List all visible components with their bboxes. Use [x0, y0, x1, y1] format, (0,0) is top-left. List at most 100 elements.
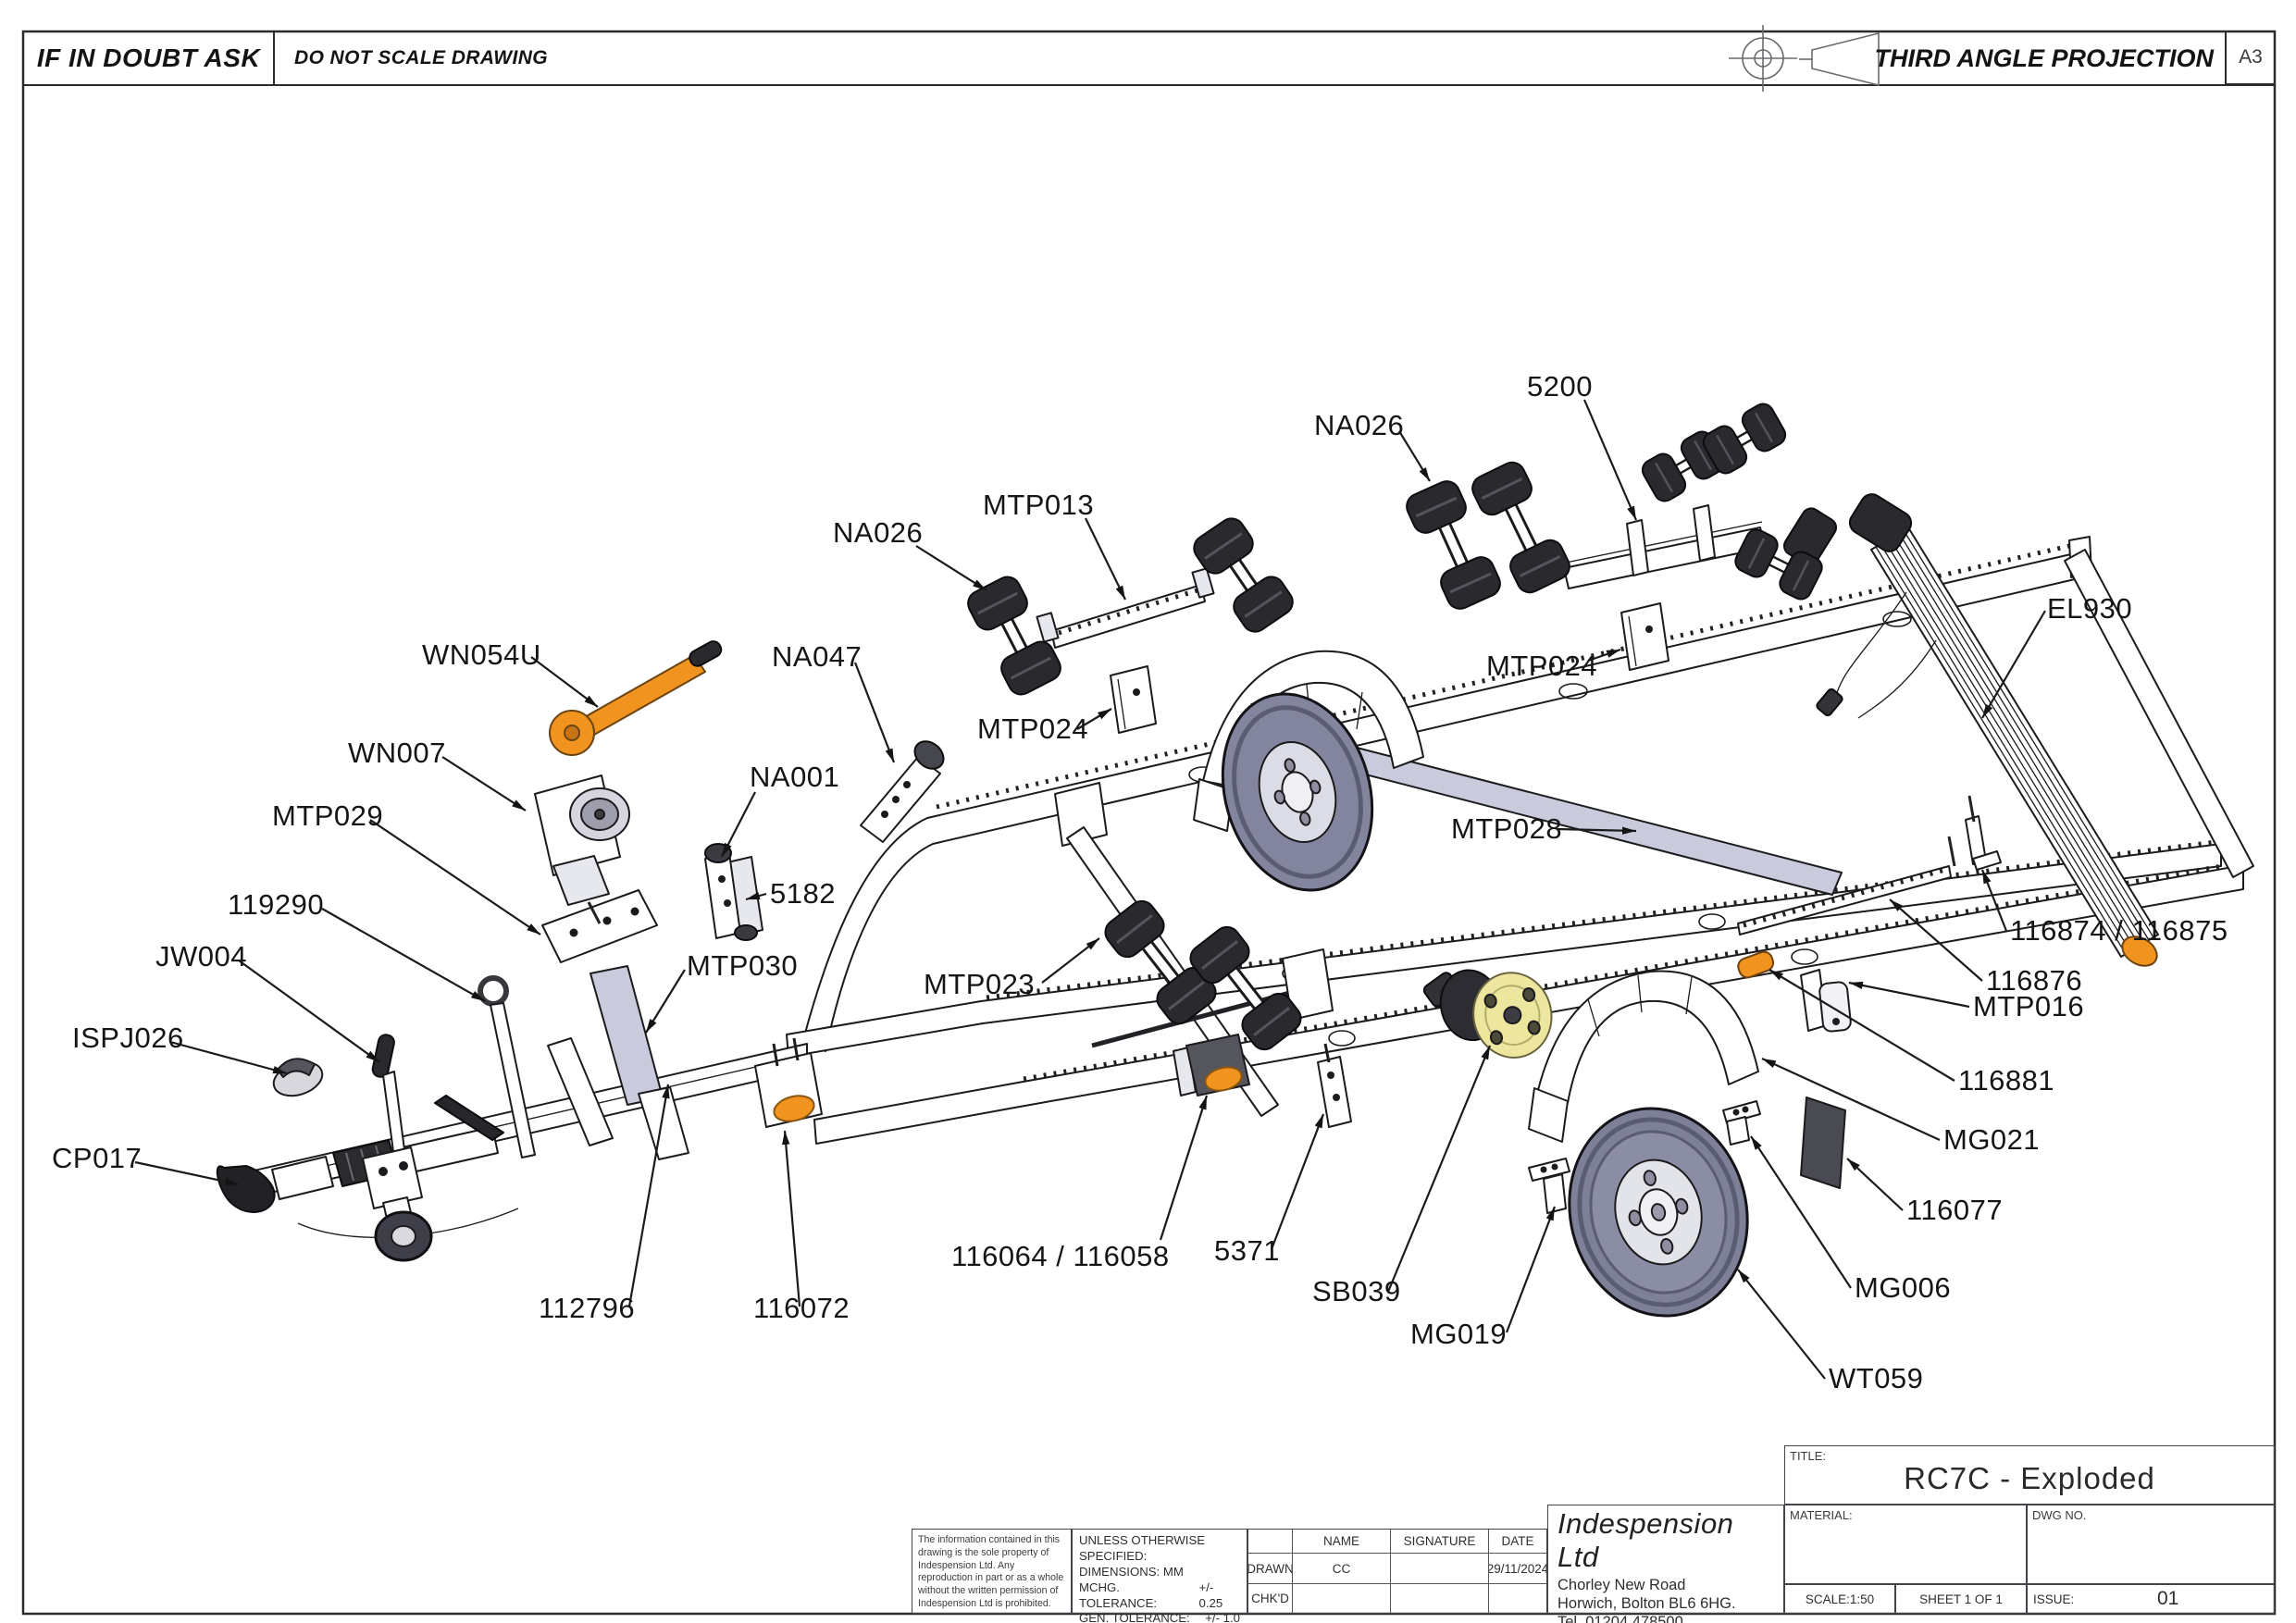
sign-table-cell: DRAWN: [1248, 1553, 1292, 1583]
dwg-no-box: DWG NO.: [2027, 1505, 2275, 1584]
part-label: 116876: [1986, 964, 2082, 997]
part-label: ISPJ026: [72, 1022, 184, 1054]
sign-table-cell: CC: [1292, 1553, 1390, 1583]
dwg-no-label: DWG NO.: [2032, 1508, 2087, 1522]
part-label: NA026: [1314, 409, 1404, 441]
material-label: MATERIAL:: [1790, 1508, 1853, 1522]
part-label: 116881: [1958, 1064, 2054, 1096]
leader-line: [321, 908, 486, 1002]
sign-table-cell: [1488, 1583, 1546, 1613]
tolerance-row: DIMENSIONS: MM: [1079, 1564, 1184, 1579]
coupling-group: [216, 1095, 519, 1238]
leader-line: [1737, 1269, 1826, 1380]
tolerance-heading: UNLESS OTHERWISE SPECIFIED:: [1079, 1533, 1206, 1563]
part-label: MG006: [1855, 1271, 1951, 1304]
road-wheel-wt059: [1568, 1107, 1749, 1318]
part-label: 5371: [1214, 1234, 1280, 1267]
spare-wheel: [1221, 692, 1374, 892]
leader-line: [1750, 1135, 1852, 1289]
do-not-scale-text: DO NOT SCALE DRAWING: [294, 47, 548, 68]
material-box: MATERIAL:: [1784, 1505, 2027, 1584]
leader-line: [1587, 648, 1621, 663]
part-label: MTP016: [1973, 990, 2084, 1022]
leader-line: [1846, 1158, 1904, 1211]
leader-line: [530, 656, 599, 708]
marker-lamp-116881: [1737, 950, 1775, 979]
projection-text: THIRD ANGLE PROJECTION: [1874, 43, 2214, 72]
light-bar-116876: [1737, 836, 1956, 935]
tolerance-box: UNLESS OTHERWISE SPECIFIED: DIMENSIONS: …: [1072, 1529, 1247, 1623]
part-label: 5200: [1527, 370, 1593, 403]
company-box: Indespension Ltd Chorley New Road Horwic…: [1547, 1505, 1784, 1623]
bracket-mtp024-top: [1620, 602, 1669, 671]
company-tel: Tel. 01204 478500: [1558, 1614, 1683, 1623]
company-name: Indespension Ltd: [1558, 1507, 1734, 1573]
leader-line: [782, 1130, 801, 1307]
leader-line: [441, 756, 527, 812]
leader-line: [369, 819, 541, 935]
sign-table-cell: 29/11/2024: [1488, 1553, 1546, 1583]
part-label: MTP028: [1451, 812, 1562, 845]
part-label: MG019: [1410, 1318, 1507, 1350]
third-angle-projection-icon: [1729, 25, 1880, 92]
bracket-na001-5182: [704, 843, 763, 941]
winch-wn007: [534, 774, 630, 924]
issue-value: 01: [2157, 1588, 2179, 1609]
part-label: SB039: [1312, 1275, 1401, 1307]
part-label: MTP013: [983, 489, 1094, 521]
leader-line: [134, 1160, 240, 1186]
leader-line: [1980, 869, 2008, 932]
part-label: WN054U: [422, 638, 541, 671]
part-label: CP017: [52, 1142, 142, 1174]
leader-line: [1556, 826, 1637, 835]
leader-line: [1848, 981, 1970, 1009]
leader-line: [1085, 517, 1126, 601]
part-label: 116077: [1906, 1194, 2003, 1226]
bracket-mtp024-left: [1110, 665, 1157, 734]
leader-line: [645, 969, 686, 1034]
scale-cell: SCALE:1:50: [1784, 1584, 1895, 1614]
leader-line: [627, 1084, 670, 1307]
lamp-bracket-116072: [754, 1037, 823, 1128]
part-label: MTP029: [272, 799, 383, 832]
company-address2: Horwich, Bolton BL6 6HG.: [1558, 1595, 1736, 1613]
lock-ispj026: [272, 1058, 324, 1097]
winch-bracket-mtp029: [541, 889, 658, 963]
leader-line: [745, 892, 767, 901]
part-label: NA001: [750, 761, 839, 793]
sign-table-cell: SIGNATURE: [1390, 1530, 1488, 1553]
sign-table-cell: [1390, 1553, 1488, 1583]
sign-table-cell: NAME: [1292, 1530, 1390, 1553]
winch-post-mtp030: [547, 965, 689, 1160]
sheet-size-box: A3: [2225, 31, 2275, 85]
part-label: 116072: [753, 1292, 850, 1324]
leader-line: [1505, 1206, 1557, 1333]
lamp-bracket-116064: [1173, 1034, 1250, 1096]
sign-table-cell: [1390, 1583, 1488, 1613]
sign-table-cell: [1248, 1530, 1292, 1553]
leader-line: [1159, 1095, 1209, 1241]
leader-line: [915, 545, 987, 591]
company-address1: Chorley New Road: [1558, 1577, 1686, 1593]
part-label: 119290: [228, 888, 324, 921]
leader-line: [1398, 430, 1431, 482]
roller-assembly-5200: [1563, 504, 1766, 589]
sheet-cell: SHEET 1 OF 1: [1895, 1584, 2027, 1614]
leader-line: [721, 791, 756, 858]
leader-line: [853, 662, 896, 763]
tolerance-row: MCHG. TOLERANCE:+/- 0.25: [1079, 1580, 1223, 1610]
plate-116077: [1800, 1096, 1846, 1189]
rear-crossmember: [2064, 549, 2254, 878]
leader-line: [169, 1040, 288, 1075]
leader-line: [1769, 969, 1955, 1082]
sign-table-cell: DATE: [1488, 1530, 1546, 1553]
part-label: 5182: [770, 877, 836, 910]
title-box: TITLE: RC7C - Exploded: [1784, 1445, 2275, 1505]
part-label: EL930: [2047, 592, 2132, 625]
disclaimer-box: The information contained in this drawin…: [912, 1529, 1072, 1614]
issue-cell: ISSUE: 01: [2027, 1584, 2275, 1614]
winch-handle-wn054u: [549, 640, 723, 756]
